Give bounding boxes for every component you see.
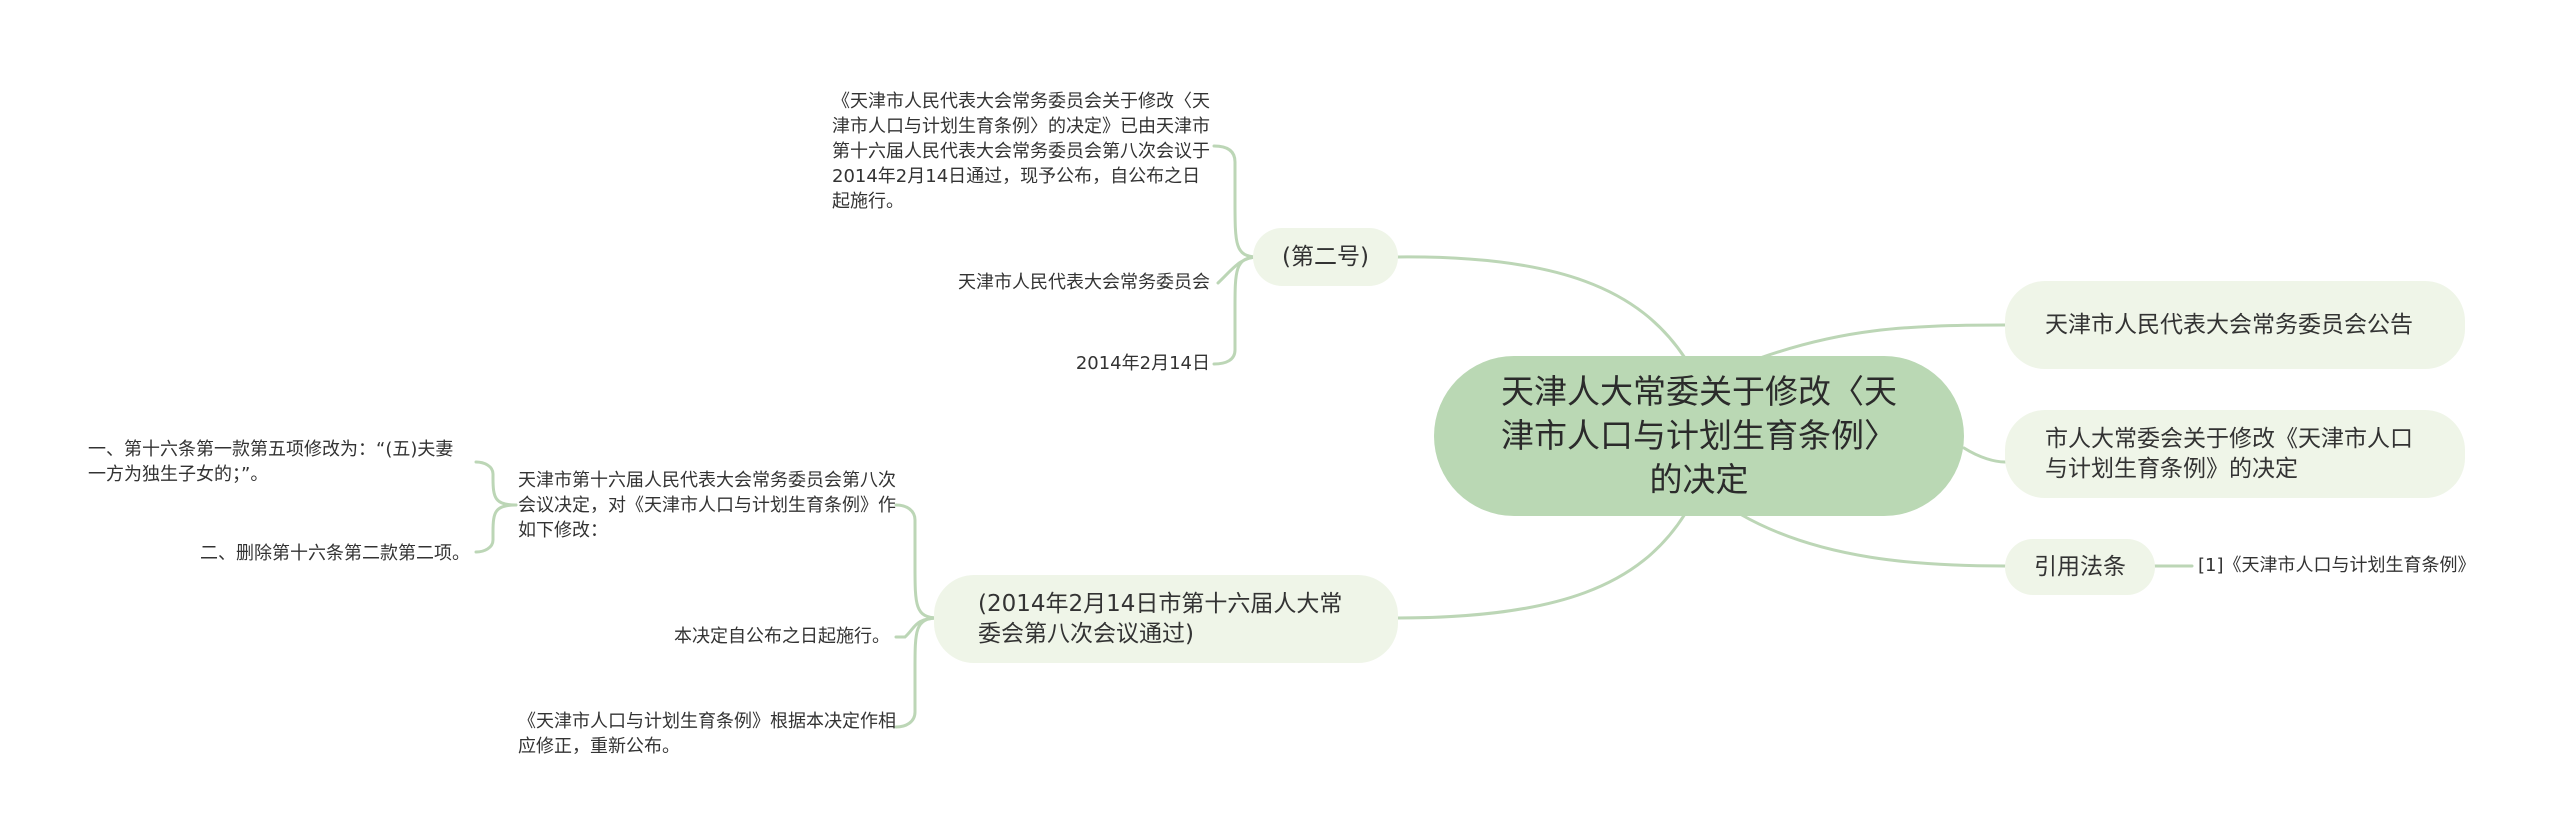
passed-sub-1-text: 天津市第十六届人民代表大会常务委员会第八次会议决定，对《天津市人口与计划生育条例…: [518, 470, 896, 541]
branch-no2[interactable]: (第二号): [1253, 228, 1398, 286]
branch-passed[interactable]: (2014年2月14日市第十六届人大常委会第八次会议通过): [934, 575, 1398, 663]
no2-leaf-3-text: 2014年2月14日: [1075, 353, 1210, 374]
passed-leaf-3[interactable]: 《天津市人口与计划生育条例》根据本决定作相应修正，重新公布。: [518, 709, 898, 759]
link-root-passed: [1393, 512, 1687, 620]
no2-leaf-1-text: 《天津市人民代表大会常务委员会关于修改〈天津市人口与计划生育条例〉的决定》已由天…: [832, 91, 1210, 212]
link-root-cite: [1738, 512, 2007, 568]
passed-sub-1-leaf-1[interactable]: 一、第十六条第一款第五项修改为：“(五)夫妻一方为独生子女的；”。: [88, 437, 468, 487]
cite-leaf[interactable]: [1]《天津市人口与计划生育条例》: [2198, 553, 2498, 578]
root-title: 天津人大常委关于修改〈天津市人口与计划生育条例〉的决定: [1501, 372, 1897, 499]
no2-leaf-2-text: 天津市人民代表大会常务委员会: [958, 272, 1210, 293]
passed-sub-1-leaf-1-text: 一、第十六条第一款第五项修改为：“(五)夫妻一方为独生子女的；”。: [88, 439, 454, 485]
root-topic[interactable]: 天津人大常委关于修改〈天津市人口与计划生育条例〉的决定: [1434, 356, 1964, 516]
branch-passed-label: (2014年2月14日市第十六届人大常委会第八次会议通过): [978, 591, 1343, 647]
passed-sub-1-leaf-2[interactable]: 二、删除第十六条第二款第二项。: [120, 541, 470, 566]
branch-amend[interactable]: 市人大常委会关于修改《天津市人口与计划生育条例》的决定: [2005, 410, 2465, 498]
branch-cite[interactable]: 引用法条: [2005, 539, 2155, 595]
branch-amend-label: 市人大常委会关于修改《天津市人口与计划生育条例》的决定: [2045, 426, 2413, 482]
no2-leaf-2[interactable]: 天津市人民代表大会常务委员会: [860, 270, 1210, 295]
branch-announcement[interactable]: 天津市人民代表大会常务委员会公告: [2005, 281, 2465, 369]
no2-leaf-3[interactable]: 2014年2月14日: [960, 351, 1210, 376]
link-passed-c1: [894, 503, 940, 620]
passed-leaf-3-text: 《天津市人口与计划生育条例》根据本决定作相应修正，重新公布。: [518, 711, 896, 757]
branch-cite-label: 引用法条: [2034, 554, 2126, 580]
link-root-no2: [1393, 255, 1687, 360]
link-passed-c3: [894, 616, 940, 729]
passed-leaf-2[interactable]: 本决定自公布之日起施行。: [600, 624, 890, 649]
link-no2-c3: [1212, 255, 1260, 366]
link-sub-g2: [474, 503, 518, 554]
branch-announcement-label: 天津市人民代表大会常务委员会公告: [2045, 312, 2413, 338]
passed-sub-1-leaf-2-text: 二、删除第十六条第二款第二项。: [200, 543, 470, 564]
branch-no2-label: (第二号): [1282, 244, 1369, 270]
link-sub-g1: [474, 460, 518, 507]
no2-leaf-1[interactable]: 《天津市人民代表大会常务委员会关于修改〈天津市人口与计划生育条例〉的决定》已由天…: [832, 89, 1212, 214]
link-root-amend: [1962, 446, 2007, 464]
cite-leaf-text: [1]《天津市人口与计划生育条例》: [2198, 555, 2476, 576]
link-root-announcement: [1758, 323, 2007, 360]
passed-sub-1[interactable]: 天津市第十六届人民代表大会常务委员会第八次会议决定，对《天津市人口与计划生育条例…: [518, 468, 898, 543]
link-no2-c1: [1212, 144, 1260, 259]
passed-leaf-2-text: 本决定自公布之日起施行。: [674, 626, 890, 647]
